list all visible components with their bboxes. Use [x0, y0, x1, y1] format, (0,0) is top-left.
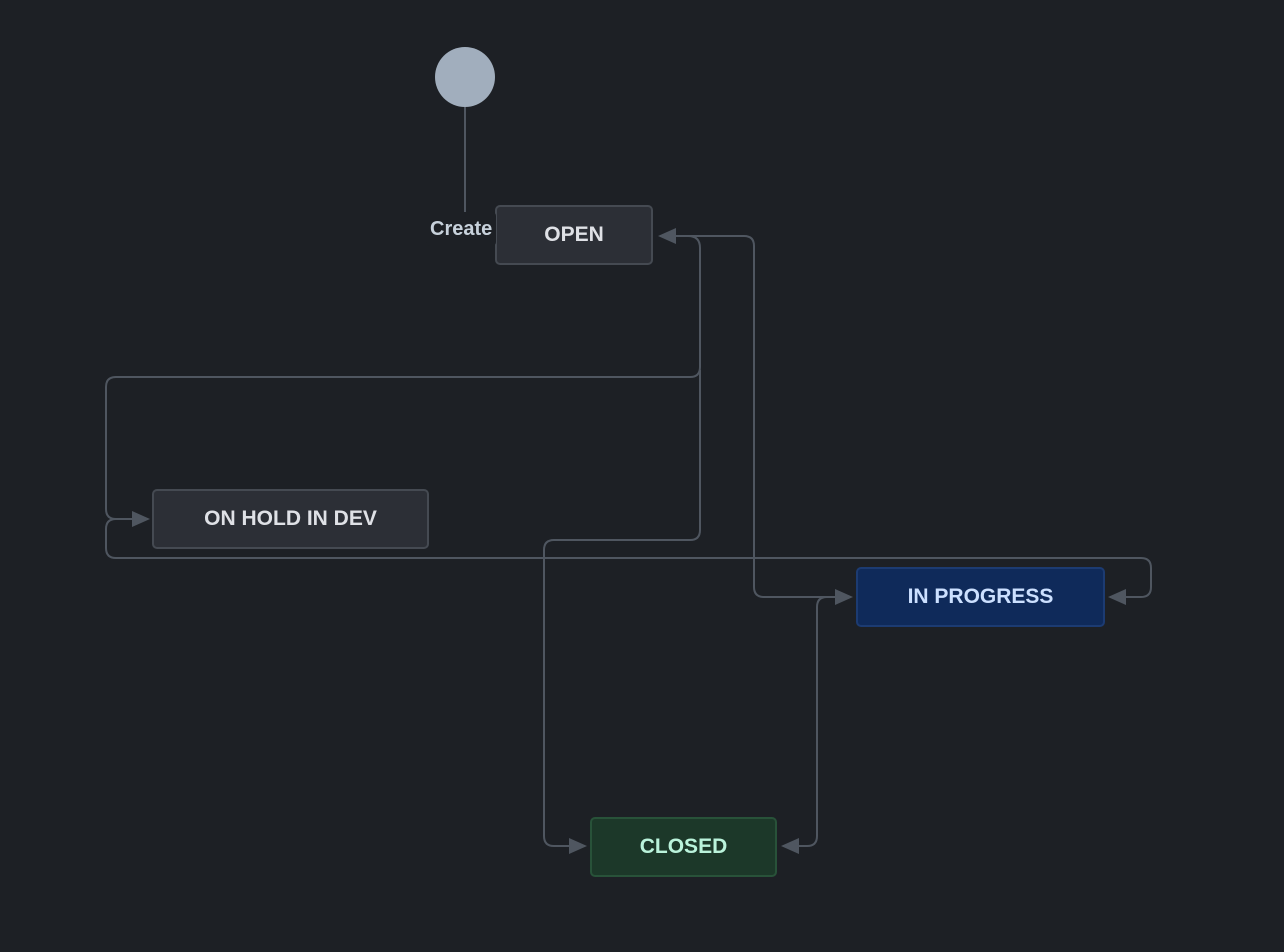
edge-to-on-hold[interactable] — [105, 235, 701, 527]
status-label: OPEN — [544, 223, 604, 246]
transition-label-create[interactable]: Create — [426, 212, 497, 246]
status-label: ON HOLD IN DEV — [204, 507, 377, 530]
edge-on-hold-to-in-progress[interactable] — [105, 518, 1152, 605]
start-node[interactable] — [435, 47, 495, 107]
status-label: IN PROGRESS — [907, 585, 1054, 608]
status-open[interactable]: OPEN — [495, 205, 653, 265]
edge-to-closed[interactable] — [543, 370, 701, 854]
edge-in-progress-to-closed[interactable] — [781, 596, 828, 854]
status-in-progress[interactable]: IN PROGRESS — [856, 567, 1105, 627]
edge-to-in-progress[interactable] — [700, 235, 853, 605]
status-closed[interactable]: CLOSED — [590, 817, 777, 877]
status-on-hold-in-dev[interactable]: ON HOLD IN DEV — [152, 489, 429, 549]
status-label: CLOSED — [639, 835, 728, 858]
